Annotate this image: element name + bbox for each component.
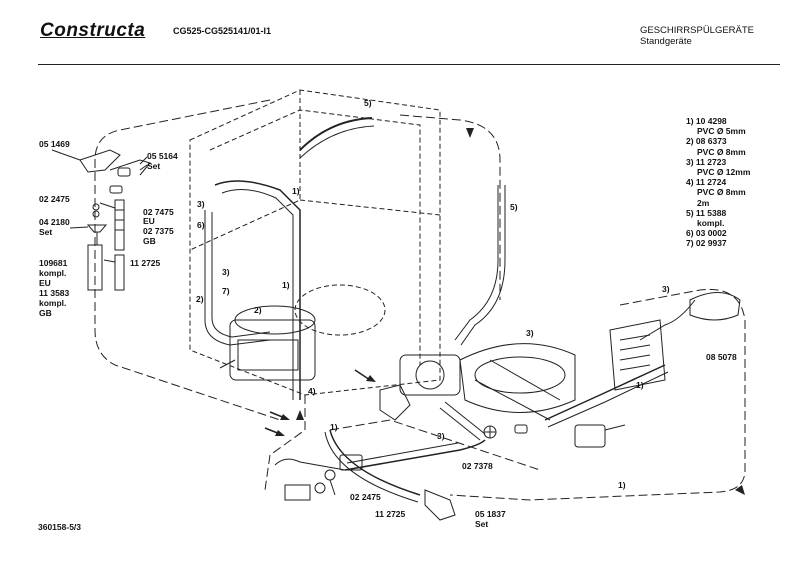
callout-4: 4) (308, 386, 316, 396)
legend-item-6: 6) 03 0002 (686, 228, 727, 239)
hose-5 (454, 185, 499, 341)
part-022475-bottom: 02 2475 (350, 492, 381, 502)
hose-1 (214, 180, 301, 400)
callout-1: 1) (618, 480, 626, 490)
part-027375-gb: GB (143, 236, 156, 246)
legend-item-7: 7) 02 9937 (686, 238, 727, 249)
callout-7: 7) (222, 286, 230, 296)
legend-item-4-length: 2m (697, 197, 710, 208)
callout-3: 3) (662, 284, 670, 294)
callout-1: 1) (282, 280, 290, 290)
callout-3: 3) (437, 431, 445, 441)
drawing-number: 360158-5/3 (38, 522, 82, 532)
hose-3 (344, 439, 486, 471)
bracket-051469 (79, 149, 121, 173)
callout-1: 1) (330, 422, 338, 432)
part-027375: 02 7375 (143, 226, 174, 236)
part-109681-kompl: kompl. (39, 268, 67, 278)
tub-outline (189, 89, 441, 396)
callout-3: 3) (222, 267, 230, 277)
legend-item-4: 4) 11 2724 (686, 177, 727, 188)
part-112725-top: 11 2725 (130, 258, 161, 268)
model-number: CG525-CG525141/01-I1 (173, 26, 272, 36)
callout-1: 1) (636, 380, 644, 390)
part-027475-eu: EU (143, 216, 155, 226)
legend-item-3: 3) 11 2723 (686, 156, 727, 167)
connector-022475 (274, 458, 346, 471)
part-109681-eu: EU (39, 278, 51, 288)
part-113583: 11 3583 (39, 288, 70, 298)
inlet-valve (689, 292, 741, 321)
right-circuit-line (399, 114, 501, 300)
heater-unit (459, 343, 576, 413)
legend-item-2: 2) 08 6373 (686, 136, 727, 147)
part-051469: 05 1469 (39, 139, 70, 149)
motor-unit (399, 354, 461, 396)
legend-item-5-spec: kompl. (697, 218, 725, 229)
solenoid-valve (574, 424, 606, 448)
part-051837-set: Set (475, 519, 489, 529)
legend-item-5: 5) 11 5388 (686, 207, 727, 218)
nozzle-042180 (86, 224, 108, 233)
part-022475-top: 02 2475 (39, 194, 70, 204)
part-027475: 02 7475 (143, 207, 174, 217)
callout-3: 3) (197, 199, 205, 209)
part-055164: 05 5164 (147, 151, 178, 161)
part-027378: 02 7378 (462, 461, 493, 471)
callout-5: 5) (510, 202, 518, 212)
part-055164-set: Set (147, 161, 161, 171)
part-042180-set: Set (39, 227, 53, 237)
brand-logo: Constructa (40, 20, 146, 41)
callout-2: 2) (254, 305, 262, 315)
part-113583-kompl: kompl. (39, 298, 67, 308)
callout-3: 3) (526, 328, 534, 338)
left-circuit-line (94, 99, 281, 421)
legend-item-1-spec: PVC Ø 5mm (697, 126, 746, 137)
control-board (609, 319, 666, 391)
part-042180: 04 2180 (39, 217, 70, 227)
part-051837: 05 1837 (475, 509, 506, 519)
parts-legend: 1) 10 4298 PVC Ø 5mm 2) 08 6373 PVC Ø 8m… (686, 116, 750, 249)
callout-6: 6) (197, 220, 205, 230)
fitting-051837 (424, 489, 456, 521)
legend-item-4-spec: PVC Ø 8mm (697, 187, 746, 198)
part-085078: 08 5078 (706, 352, 737, 362)
part-109681: 109681 (39, 258, 68, 268)
header-divider (38, 64, 780, 65)
callout-2: 2) (196, 294, 204, 304)
category-title: GESCHIRRSPÜLGERÄTE (640, 25, 755, 36)
callout-5: 5) (364, 98, 372, 108)
part-112725-bottom: 11 2725 (375, 509, 406, 519)
category-subtitle: Standgeräte (640, 36, 692, 47)
legend-item-3-spec: PVC Ø 12mm (697, 167, 751, 178)
pump-housing (229, 319, 316, 381)
part-113583-gb: GB (39, 308, 52, 318)
callout-1: 1) (292, 186, 300, 196)
tube-027475 (114, 199, 125, 251)
pipe-109681 (87, 244, 103, 291)
legend-item-2-spec: PVC Ø 8mm (697, 146, 746, 157)
legend-item-1: 1) 10 4298 (686, 116, 727, 126)
